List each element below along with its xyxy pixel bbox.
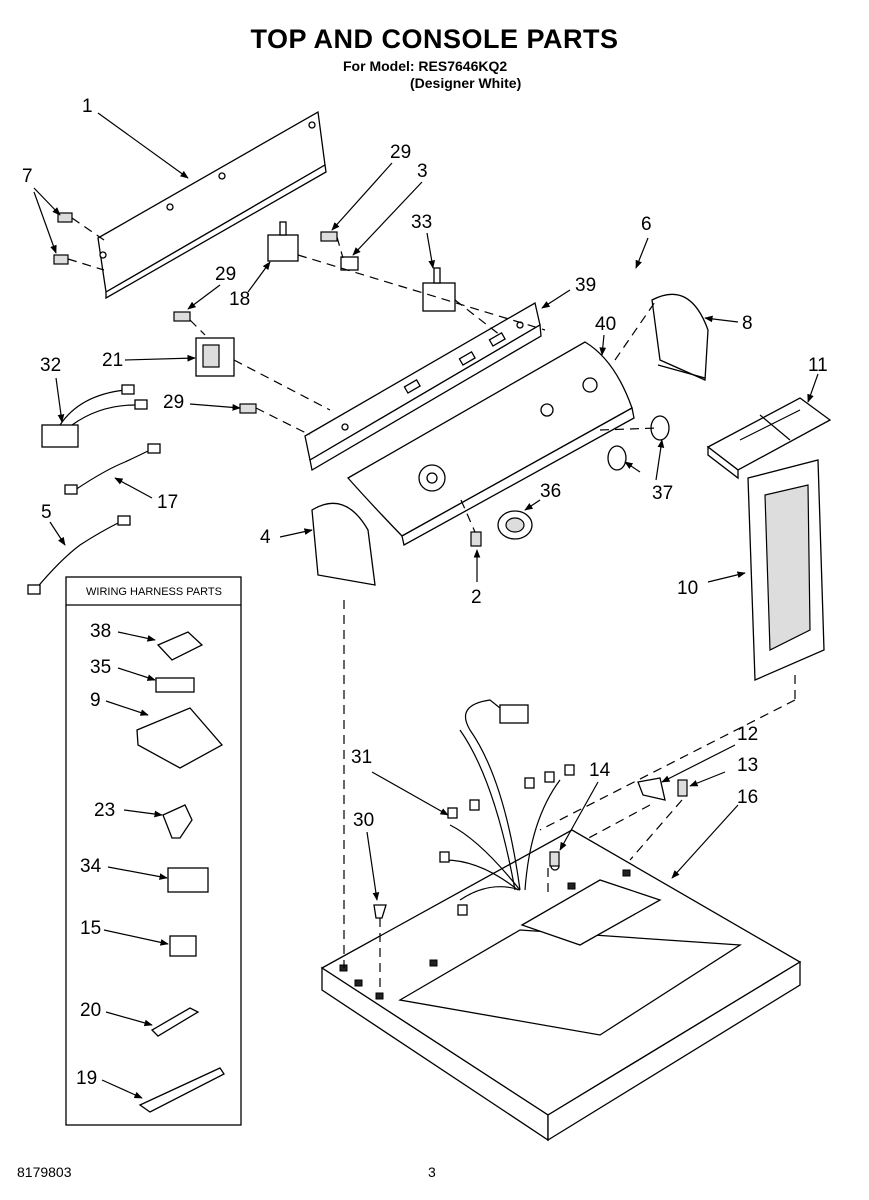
callout-35: 35 [90, 657, 111, 678]
color-line: (Designer White) [410, 75, 522, 91]
callout-labels: 1 7 29 3 33 29 18 32 21 29 17 5 6 8 39 4… [22, 96, 828, 1089]
callout-2: 2 [471, 587, 482, 608]
callout-8: 8 [742, 313, 753, 334]
callout-14: 14 [589, 760, 611, 781]
callout-4: 4 [260, 527, 271, 548]
callout-34: 34 [80, 856, 102, 877]
callout-37: 37 [652, 483, 673, 504]
callout-11: 11 [808, 355, 828, 376]
callout-16: 16 [737, 787, 758, 808]
harness-wire-parts [27, 384, 161, 595]
rear-panel-part [97, 110, 327, 300]
callout-15: 15 [80, 918, 101, 939]
part-23-icon [162, 804, 193, 839]
callout-12: 12 [737, 724, 758, 745]
model-line: For Model: RES7646KQ2 [343, 58, 508, 74]
end-cap-4-part [311, 502, 376, 586]
callout-29: 29 [215, 264, 236, 285]
leader-arrows [33, 112, 819, 901]
document-number: 8179803 [17, 1164, 72, 1180]
callout-38: 38 [90, 621, 111, 642]
callout-19: 19 [76, 1068, 97, 1089]
callout-20: 20 [80, 1000, 101, 1021]
callout-29: 29 [390, 142, 411, 163]
callout-30: 30 [353, 810, 374, 831]
callout-18: 18 [229, 289, 250, 310]
callout-23: 23 [94, 800, 115, 821]
end-cap-8-part [651, 293, 709, 381]
wiring-harness-parts-box: WIRING HARNESS PARTS [65, 576, 242, 1126]
console-panel-part [346, 341, 635, 546]
part-35-icon [155, 677, 195, 693]
page-number: 3 [428, 1164, 436, 1180]
callout-1: 1 [82, 96, 93, 117]
part-15-icon [169, 935, 197, 957]
screw-2-part [470, 531, 482, 547]
part-34-icon [167, 867, 209, 893]
part-38-icon [156, 631, 204, 661]
page-title: TOP AND CONSOLE PARTS [250, 24, 619, 54]
callout-32: 32 [40, 355, 61, 376]
callout-21: 21 [102, 350, 123, 371]
callout-33: 33 [411, 212, 432, 233]
callout-29: 29 [163, 392, 184, 413]
callout-3: 3 [417, 161, 428, 182]
callout-5: 5 [41, 502, 52, 523]
callout-39: 39 [575, 275, 596, 296]
lint-housing-part [747, 459, 825, 681]
callout-7: 7 [22, 166, 33, 187]
main-harness-part [439, 699, 575, 916]
top-panel-part [320, 829, 802, 1142]
part-9-icon [136, 707, 224, 769]
callout-36: 36 [540, 481, 561, 502]
part-19-icon [138, 1067, 225, 1113]
switch-parts [267, 221, 456, 312]
callout-6: 6 [641, 214, 652, 235]
screw-7-parts [53, 212, 105, 271]
console-frame-part [304, 301, 542, 472]
callout-13: 13 [737, 755, 758, 776]
callout-9: 9 [90, 690, 101, 711]
alignment-lines [189, 236, 796, 990]
part-20-icon [150, 1007, 200, 1037]
callout-10: 10 [677, 578, 698, 599]
callout-40: 40 [595, 314, 616, 335]
callout-17: 17 [157, 492, 178, 513]
timer-part [195, 337, 235, 377]
bracket-and-screw-parts [373, 777, 688, 919]
lint-filter-part [706, 397, 832, 480]
knob-part [497, 510, 533, 540]
wiring-box-title: WIRING HARNESS PARTS [86, 586, 222, 598]
callout-31: 31 [351, 747, 372, 768]
